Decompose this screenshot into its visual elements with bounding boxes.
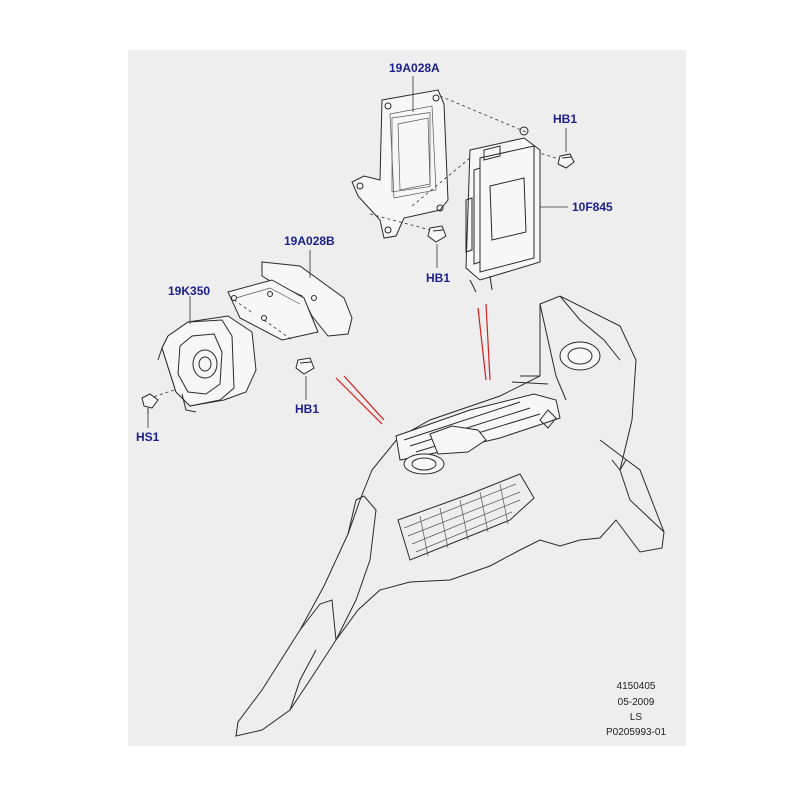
bolt-hb1-upper bbox=[557, 153, 575, 169]
bolt-hb1-middle bbox=[427, 225, 447, 243]
label-hb1-lower: HB1 bbox=[295, 402, 320, 416]
label-19k350: 19K350 bbox=[168, 284, 211, 298]
label-hb1-upper: HB1 bbox=[553, 112, 578, 126]
screw-hs1 bbox=[141, 393, 159, 414]
red-assembly-pointers bbox=[335, 303, 491, 425]
footer-diagram-number: 4150405 bbox=[616, 681, 656, 692]
bracket-19a028b bbox=[227, 261, 353, 341]
label-10f845: 10F845 bbox=[572, 200, 613, 214]
label-hs1: HS1 bbox=[136, 430, 160, 444]
interior-trim-panel bbox=[235, 295, 665, 737]
footer-date: 05-2009 bbox=[617, 697, 655, 708]
module-10f845 bbox=[465, 126, 541, 293]
label-19a028a: 19A028A bbox=[389, 61, 440, 75]
label-hb1-middle: HB1 bbox=[426, 271, 451, 285]
speaker-19k350 bbox=[157, 315, 257, 413]
bolt-hb1-lower bbox=[295, 357, 315, 375]
label-19a028b: 19A028B bbox=[284, 234, 335, 248]
footer-reference: P0205993-01 bbox=[605, 727, 667, 738]
footer-code: LS bbox=[629, 712, 643, 723]
bracket-19a028a bbox=[351, 89, 449, 239]
